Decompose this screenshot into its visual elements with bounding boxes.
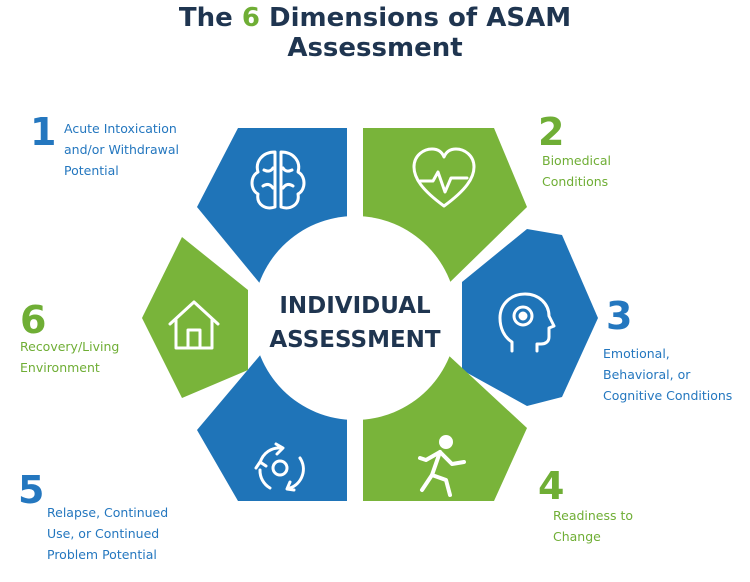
dimension-1-label: Acute Intoxication and/or Withdrawal Pot…: [64, 118, 179, 181]
title-number: 6: [241, 3, 260, 33]
dimension-3-label-line: Cognitive Conditions: [603, 388, 733, 403]
dimension-4-label-line: Change: [553, 529, 601, 544]
dimension-4-label-line: Readiness to: [553, 508, 634, 523]
dimension-2-label-line: Conditions: [542, 174, 609, 189]
dimension-6-label: Recovery/Living Environment: [20, 336, 119, 378]
segment-3: [462, 229, 598, 406]
dimension-1-label-line: Acute Intoxication: [64, 121, 177, 136]
dimension-1-label-line: Potential: [64, 163, 119, 178]
dimension-3-label: Emotional, Behavioral, or Cognitive Cond…: [603, 343, 732, 406]
dimension-5-label-line: Use, or Continued: [47, 526, 160, 541]
dimension-4-number: 4: [538, 464, 565, 508]
running-person-icon: [418, 435, 466, 497]
dimension-2-label-line: Biomedical: [542, 153, 611, 168]
dimension-6-label-line: Environment: [20, 360, 100, 375]
dimension-2-label: Biomedical Conditions: [542, 150, 611, 192]
relapse-cycle-icon: [254, 442, 305, 492]
diagram-title-line2: Assessment: [287, 33, 463, 63]
dimension-3-number: 3: [606, 294, 633, 338]
head-mind-icon: [498, 292, 556, 353]
dimension-6-label-line: Recovery/Living: [20, 339, 120, 354]
center-label-line1: INDIVIDUAL: [279, 293, 431, 319]
center-circle: [253, 216, 457, 420]
dimension-1-number: 1: [30, 110, 57, 154]
diagram-title-line1: The 6 Dimensions of ASAM: [0, 3, 750, 33]
title-rest: Dimensions of ASAM: [259, 3, 572, 33]
dimension-1-label-line: and/or Withdrawal: [64, 142, 179, 157]
dimension-5-label-line: Problem Potential: [47, 547, 157, 562]
dimension-5-label: Relapse, Continued Use, or Continued Pro…: [47, 502, 168, 565]
dimension-5-number: 5: [18, 468, 45, 512]
dimension-6-number: 6: [20, 298, 47, 342]
house-icon: [168, 300, 220, 350]
title-prefix: The: [178, 3, 242, 33]
center-label-line2: ASSESSMENT: [269, 327, 441, 353]
dimension-3-label-line: Behavioral, or: [603, 367, 691, 382]
heart-pulse-icon: [412, 147, 476, 208]
dimension-3-label-line: Emotional,: [603, 346, 670, 361]
segment-6: [142, 237, 248, 398]
dimension-2-number: 2: [538, 110, 565, 154]
dimension-5-label-line: Relapse, Continued: [47, 505, 169, 520]
brain-icon: [250, 150, 306, 210]
dimension-4-label: Readiness to Change: [553, 505, 633, 547]
